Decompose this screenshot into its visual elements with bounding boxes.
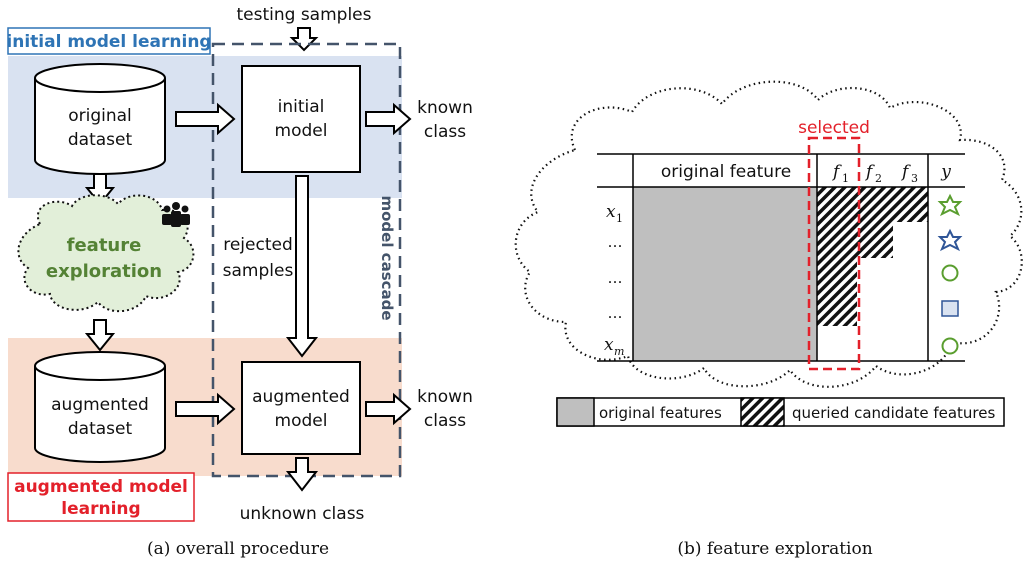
known-class-1-line1: known [417,98,473,118]
rejected-samples-arrow [285,175,319,358]
augmented-dataset-line1: augmented [51,395,149,415]
initial-learning-label: initial model learning [6,32,211,52]
star-icon [937,193,963,217]
row-dots-2: … [608,269,623,287]
initial-learning-label-box [7,27,211,55]
queried-feature-block [817,187,928,326]
header-f1-sub: 1 [842,172,849,185]
dataset-to-augmented-model-arrow [175,392,236,426]
known-class-2-line1: known [417,387,473,407]
augmented-model-line1: augmented [252,387,350,407]
header-original-feature: original feature [661,162,791,182]
star-icon [937,228,963,252]
legend-original-label: original features [599,404,722,422]
testing-arrow [289,27,319,52]
exploration-to-augmented-arrow [84,319,116,352]
circle-icon [941,264,959,282]
original-dataset-line1: original [68,106,132,126]
selected-label: selected [798,118,870,138]
feature-exploration-cloud: feature exploration [17,194,195,313]
known-class-arrow-2 [365,392,412,426]
augmented-learning-line1: augmented model [14,477,188,497]
feature-exploration-line2: exploration [46,261,162,282]
feature-table: original feature f 1 f 2 f 3 y x 1 … … …… [597,153,965,362]
known-class-1-line2: class [424,122,466,142]
legend-queried-label: queried candidate features [792,404,995,422]
original-dataset-line2: dataset [68,130,133,150]
row-x1: x [606,202,616,222]
initial-model-line2: model [275,121,328,141]
augmented-model-box [241,361,361,455]
initial-model-box [241,65,361,173]
header-y: y [940,162,951,182]
known-class-2-line2: class [424,411,466,431]
row-dots-3: … [608,304,623,322]
augmented-dataset-line2: dataset [68,419,133,439]
header-f2: f [864,162,875,182]
row-dots-1: … [608,233,623,251]
dataset-to-initial-arrow [175,102,236,136]
model-cascade-label: model cascade [378,195,396,320]
caption-b: (b) feature exploration [677,539,872,559]
known-class-arrow-1 [365,102,412,136]
feature-exploration-line1: feature [67,235,142,256]
caption-a: (a) overall procedure [147,539,329,559]
circle-icon [941,337,959,355]
people-icon [162,202,190,227]
square-icon [941,300,959,317]
augmented-learning-line2: learning [61,499,140,519]
legend: original features queried candidate feat… [556,397,1005,427]
augmented-dataset-cylinder: augmented dataset [34,351,166,463]
original-dataset-cylinder: original dataset [34,63,166,175]
augmented-learning-label-box [7,472,195,522]
original-feature-block [633,187,817,361]
dataset-to-exploration-arrow [84,173,116,206]
row-xm: x [604,335,614,355]
legend-original-swatch [556,397,595,427]
rejected-samples-line2: samples [223,261,294,281]
initial-model-line1: initial [278,97,325,117]
rejected-samples-line1: rejected [223,235,293,255]
header-f3-sub: 3 [911,172,918,185]
row-xm-sub: m [614,345,624,358]
legend-queried-swatch [740,397,785,427]
unknown-class-label: unknown class [240,504,365,524]
header-f3: f [900,162,911,182]
header-f2-sub: 2 [875,172,882,185]
testing-samples-label: testing samples [236,5,371,25]
augmented-model-line2: model [275,411,328,431]
row-x1-sub: 1 [616,212,623,225]
unknown-class-arrow [285,457,319,492]
header-f1: f [831,162,842,182]
